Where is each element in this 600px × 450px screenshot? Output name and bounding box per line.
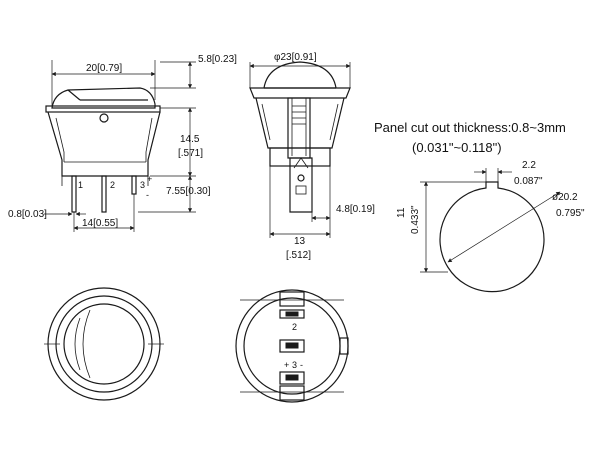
dim-body-height-in: [.571] xyxy=(178,148,203,159)
back-pin-minus-label: - xyxy=(300,360,303,370)
panel-thickness-note-inch: (0.031"~0.118") xyxy=(412,140,502,155)
pin-3-label: 3 xyxy=(140,180,145,190)
dim-depth-mm: 13 xyxy=(294,236,306,247)
front-view: 20[0.79] 5.8[0.23] 14.5 [.571] 7.55[0.30… xyxy=(8,54,237,232)
pin-2-label: 2 xyxy=(110,180,115,190)
panel-cutout: Panel cut out thickness:0.8~3mm (0.031"~… xyxy=(374,120,585,293)
dim-bezel-diameter: φ23[0.91] xyxy=(274,52,317,63)
pin-minus-label: - xyxy=(146,190,149,200)
dim-cutout-diameter-in: 0.795" xyxy=(556,208,585,219)
dim-terminal-thickness: 0.8[0.03] xyxy=(8,209,47,220)
side-view: φ23[0.91] 4.8[0.19] 13 [.512] xyxy=(249,52,375,261)
dim-key-width-mm: 2.2 xyxy=(522,160,536,171)
dim-flat-in: 0.433" xyxy=(410,205,421,234)
top-view xyxy=(44,287,164,401)
dim-flat-mm: 11 xyxy=(396,207,407,218)
pin-plus-label: + xyxy=(147,174,152,184)
dim-depth-in: [.512] xyxy=(286,250,311,261)
dim-terminal-length: 7.55[0.30] xyxy=(166,186,211,197)
dim-cutout-diameter-mm: ø20.2 xyxy=(552,192,578,203)
panel-thickness-note: Panel cut out thickness:0.8~3mm xyxy=(374,120,566,135)
dim-pitch: 14[0.55] xyxy=(82,218,118,229)
dim-width-top: 20[0.79] xyxy=(86,63,122,74)
dim-height-top: 5.8[0.23] xyxy=(198,54,237,65)
pin-1-label: 1 xyxy=(78,180,83,190)
back-pin-plus-label: + xyxy=(284,360,289,370)
back-pin-2-label: 2 xyxy=(292,322,297,332)
back-pin-3-label: 3 xyxy=(292,360,297,370)
dim-key-width-in: 0.087" xyxy=(514,176,543,187)
dim-terminal-offset: 4.8[0.19] xyxy=(336,204,375,215)
back-view: 2 3 + - xyxy=(235,289,349,403)
dim-body-height-mm: 14.5 xyxy=(180,134,200,145)
